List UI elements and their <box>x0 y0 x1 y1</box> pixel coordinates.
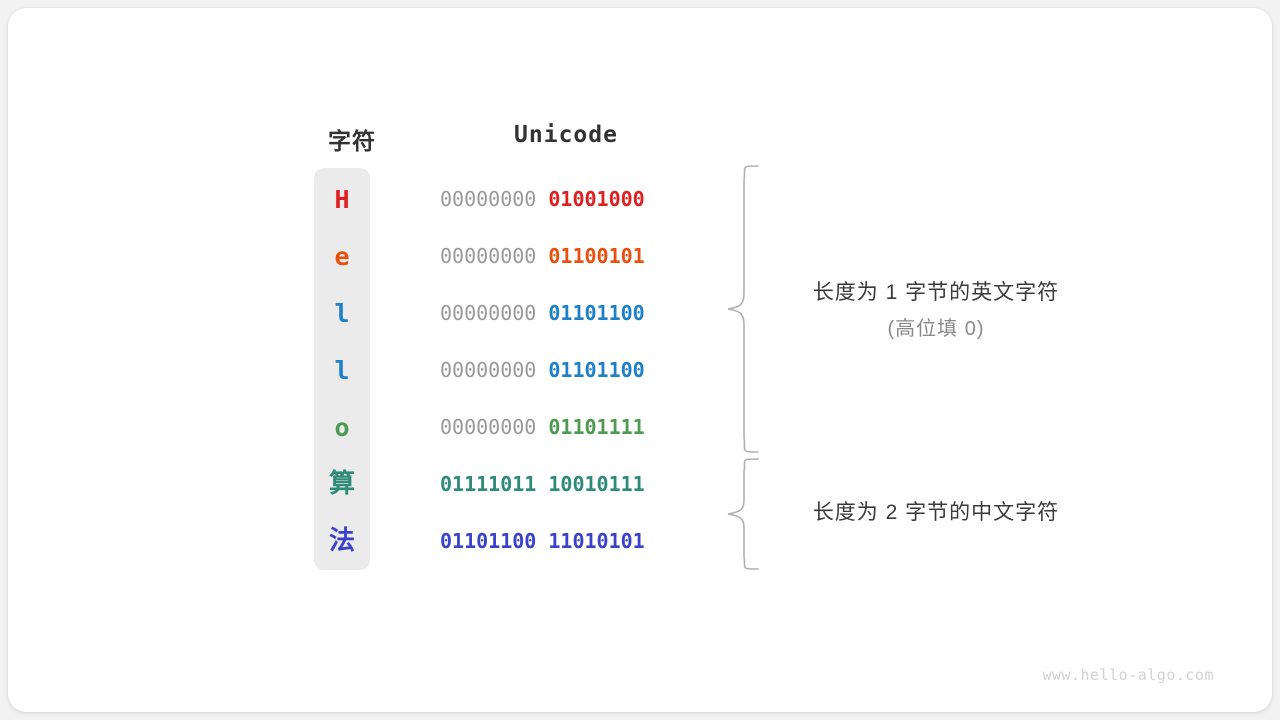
high-byte: 00000000 <box>440 301 537 325</box>
unicode-binary-row: 01101100 11010101 <box>440 513 692 570</box>
byte-separator <box>536 472 548 496</box>
high-byte: 00000000 <box>440 358 537 382</box>
unicode-binary-row: 00000000 01100101 <box>440 228 692 285</box>
byte-separator <box>536 358 548 382</box>
column-header-unicode: Unicode <box>514 122 618 148</box>
unicode-binary-row: 00000000 01001000 <box>440 171 692 228</box>
high-byte: 00000000 <box>440 187 537 211</box>
brace-double-byte <box>727 458 759 570</box>
character-cell: H <box>334 185 350 214</box>
unicode-binary-row: 00000000 01101100 <box>440 285 692 342</box>
character-cell: 算 <box>328 469 355 499</box>
unicode-binary-row: 00000000 01101111 <box>440 399 692 456</box>
low-byte: 10010111 <box>548 472 645 496</box>
byte-separator <box>536 244 548 268</box>
character-cell: l <box>334 356 350 385</box>
byte-separator <box>536 187 548 211</box>
character-cell: 法 <box>328 526 355 556</box>
brace-single-byte <box>727 165 759 453</box>
low-byte: 01101100 <box>548 358 645 382</box>
high-byte: 01111011 <box>440 472 537 496</box>
annotation-double-byte: 长度为 2 字节的中文字符 <box>786 496 1086 526</box>
low-byte: 01101111 <box>548 415 645 439</box>
low-byte: 01001000 <box>548 187 645 211</box>
annotation-double-byte-text: 长度为 2 字节的中文字符 <box>812 501 1060 524</box>
character-cell: e <box>334 242 350 271</box>
byte-separator <box>536 301 548 325</box>
annotation-single-byte-note: (高位填 0) <box>887 318 985 340</box>
figure-card: 字符 Unicode H 00000000 01001000 e 00000000 0… <box>8 8 1272 712</box>
character-column-pill <box>314 168 370 570</box>
column-header-character: 字符 <box>328 128 376 154</box>
character-cell: l <box>334 299 350 328</box>
high-byte: 01101100 <box>440 529 537 553</box>
high-byte: 00000000 <box>440 415 537 439</box>
annotation-single-byte-text: 长度为 1 字节的英文字符 <box>812 281 1060 304</box>
low-byte: 11010101 <box>548 529 645 553</box>
low-byte: 01100101 <box>548 244 645 268</box>
low-byte: 01101100 <box>548 301 645 325</box>
character-cell: o <box>334 413 350 442</box>
byte-separator <box>536 415 548 439</box>
byte-separator <box>536 529 548 553</box>
watermark: www.hello-algo.com <box>1042 666 1214 684</box>
unicode-binary-row: 00000000 01101100 <box>440 342 692 399</box>
annotation-single-byte: 长度为 1 字节的英文字符 (高位填 0) <box>786 276 1086 341</box>
unicode-binary-row: 01111011 10010111 <box>440 456 692 513</box>
high-byte: 00000000 <box>440 244 537 268</box>
